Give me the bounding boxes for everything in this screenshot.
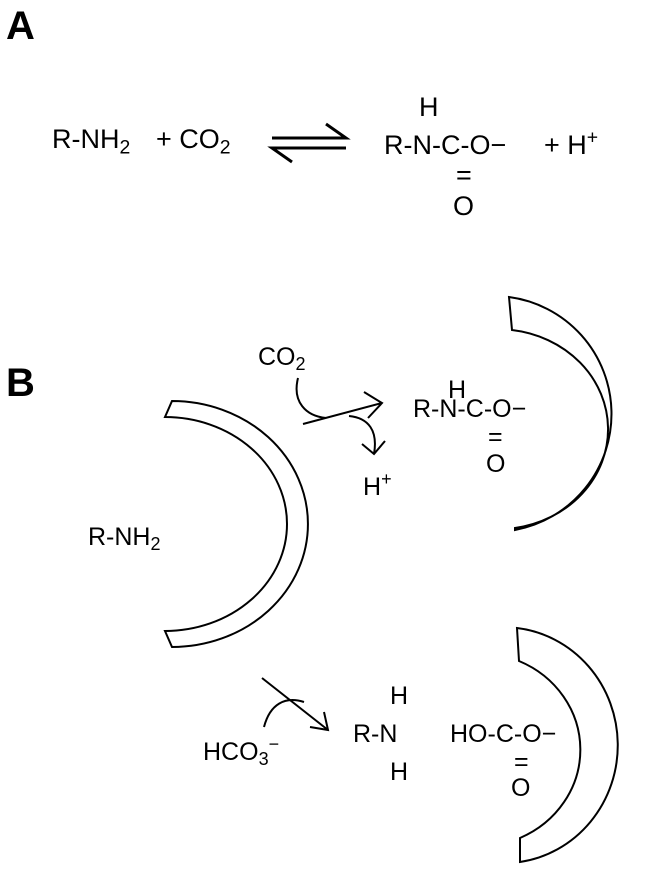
bound-bicarbonate-oxygen: O <box>511 774 531 802</box>
amine-rn: R-N <box>353 720 398 748</box>
bound-carbamate-double-bond: = <box>488 423 503 451</box>
equilibrium-arrows <box>267 122 351 164</box>
receptor-crescent-large <box>163 399 309 649</box>
co2-label: CO2 <box>258 343 306 375</box>
carbamate-h: H <box>419 92 439 122</box>
product-proton: + H+ <box>544 126 599 160</box>
amine-h-top: H <box>390 682 409 710</box>
bicarbonate-label: HCO3− <box>203 734 280 770</box>
receptor-crescent-top-right <box>507 295 613 532</box>
carbamate-formula: R-N-C-O− <box>384 130 507 160</box>
co2-curved-arrow <box>295 377 327 419</box>
bound-bicarbonate-formula: HO-C-O− <box>450 720 557 748</box>
bound-bicarbonate-double-bond: = <box>514 748 529 776</box>
released-proton: H+ <box>363 469 392 501</box>
receptor-crescent-bottom-right <box>515 626 619 864</box>
amine-h-bottom: H <box>390 758 409 786</box>
carbamate-oxygen: O <box>453 191 475 221</box>
panel-label-a: A <box>6 4 35 48</box>
bicarbonate-curved-arrow <box>263 699 305 728</box>
bound-carbamate-h: H <box>448 376 467 404</box>
bicarbonate-reaction-arrow <box>261 677 330 732</box>
reaction-arrow-to-carbamate <box>302 391 384 425</box>
reactant-amine: R-NH2 <box>52 124 131 159</box>
panel-label-b: B <box>6 361 35 405</box>
amine-label: R-NH2 <box>88 523 161 555</box>
reactant-co2: + CO2 <box>156 124 231 159</box>
bound-carbamate-formula: R-N-C-O− <box>413 395 527 423</box>
proton-release-arrow <box>348 415 386 456</box>
forward-arrow <box>272 122 351 140</box>
bound-carbamate-oxygen: O <box>486 450 506 478</box>
reverse-arrow <box>267 146 346 164</box>
carbamate-double-bond: = <box>456 160 472 190</box>
